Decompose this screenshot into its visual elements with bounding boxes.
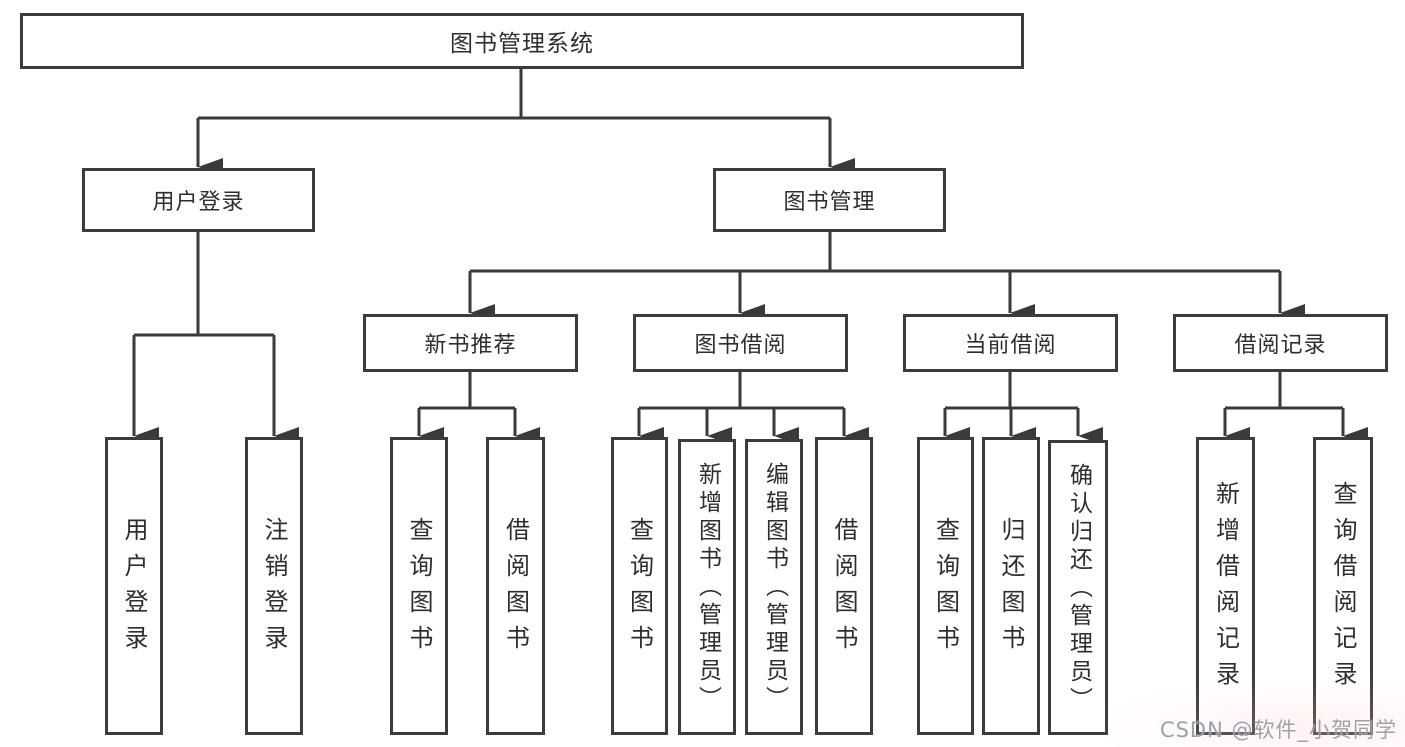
node-new-book-recommend: 新书推荐 <box>363 314 578 372</box>
node-leaf-confirm-return-admin: 确认归还（管理员） <box>1048 440 1108 735</box>
node-leaf-add-borrow-record: 新增借阅记录 <box>1196 437 1255 735</box>
node-leaf-add-book-admin: 新增图书（管理员） <box>678 439 736 735</box>
node-leaf-borrow-books-2: 借阅图书 <box>815 437 873 735</box>
watermark: CSDN @软件_小贺同学 <box>1159 718 1397 742</box>
node-leaf-user-login: 用户登录 <box>105 437 163 735</box>
node-leaf-query-borrow-record: 查询借阅记录 <box>1313 437 1373 735</box>
node-leaf-edit-book-admin: 编辑图书（管理员） <box>745 439 803 735</box>
node-book-borrowing: 图书借阅 <box>633 314 848 372</box>
node-user-login: 用户登录 <box>82 168 315 232</box>
node-current-borrowing: 当前借阅 <box>903 314 1118 372</box>
node-leaf-borrow-books-1: 借阅图书 <box>486 437 545 735</box>
node-leaf-query-books-3: 查询图书 <box>917 437 974 735</box>
node-root-library-management-system: 图书管理系统 <box>20 13 1024 69</box>
node-leaf-query-books-1: 查询图书 <box>390 437 448 735</box>
node-leaf-return-book: 归还图书 <box>982 437 1040 735</box>
node-leaf-logout: 注销登录 <box>245 437 303 735</box>
node-book-management: 图书管理 <box>713 168 946 232</box>
node-borrow-records: 借阅记录 <box>1173 314 1388 372</box>
node-leaf-query-books-2: 查询图书 <box>611 437 668 735</box>
